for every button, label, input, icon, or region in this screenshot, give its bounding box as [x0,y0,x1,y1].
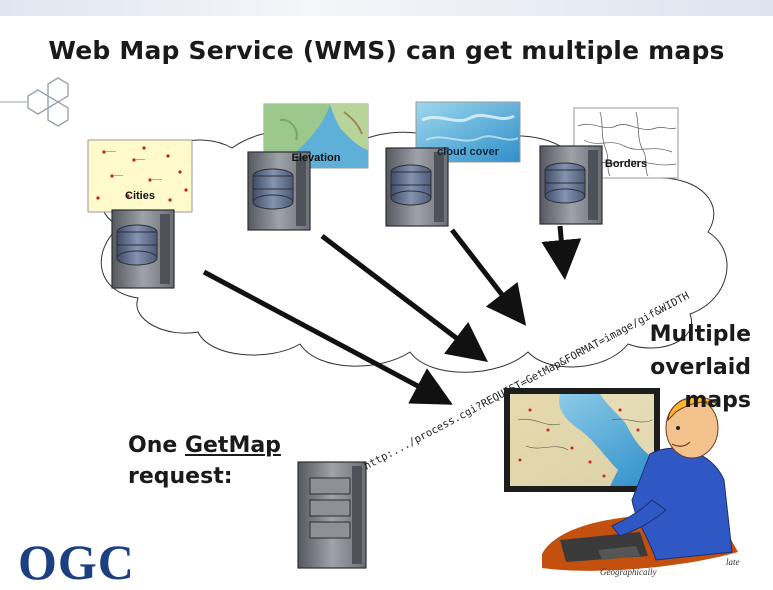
arrow-cities [202,269,453,405]
result-label-line-2: overlaid [650,355,751,380]
server-borders [539,145,603,225]
caption-right-text: late [726,557,740,567]
ogc-logo: OGC [18,534,135,590]
overlaid-map-screen [504,388,660,492]
request-label-emphasis: GetMap [184,433,281,458]
map-label-borders: Borders [604,158,648,170]
user-person-icon [542,396,738,571]
result-label-line-3: maps [684,388,751,413]
arrow-cloud-cover [450,228,527,326]
server-elevation [247,151,311,231]
request-label-line-2: request: [128,464,233,489]
request-label-line-1: One GetMap [128,430,281,461]
top-band [0,0,773,16]
map-label-cities: Cities [125,190,155,202]
arrow-elevation [320,234,488,363]
server-cities [111,209,175,289]
server-cloud-cover [385,147,449,227]
map-label-elevation: Elevation [291,152,341,164]
result-label: Multiple overlaid maps [650,318,751,417]
caption-text: Geographically [600,567,657,577]
map-label-cloud-cover: cloud cover [437,146,499,158]
server-client [297,461,367,569]
request-label-prefix: One [128,433,185,458]
request-label: One GetMap request: [128,430,281,492]
request-arrows [202,225,582,405]
hexagon-logo-icon [27,77,69,127]
result-label-line-1: Multiple [649,322,751,347]
slide-title: Web Map Service (WMS) can get multiple m… [48,36,725,65]
arrow-borders [541,225,582,280]
map-tile-cities [87,139,193,213]
